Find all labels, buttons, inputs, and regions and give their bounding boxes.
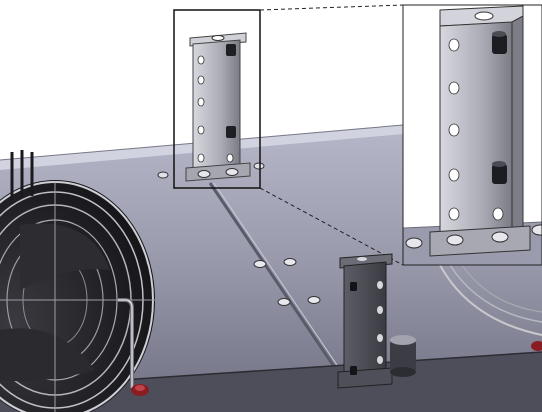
panel-screws	[157, 162, 321, 306]
zoom-inset-border	[402, 4, 542, 266]
mounting-bracket-icon	[185, 32, 251, 182]
callout-leader-top	[259, 4, 404, 11]
bolt-icon	[226, 44, 236, 138]
mounting-bracket-icon	[337, 253, 416, 389]
callout-leader-bottom	[259, 187, 404, 266]
fan-guard-icon	[0, 150, 155, 412]
zoom-inset	[403, 5, 542, 265]
callout-box	[173, 9, 261, 189]
fan-guard-icon	[439, 264, 542, 351]
